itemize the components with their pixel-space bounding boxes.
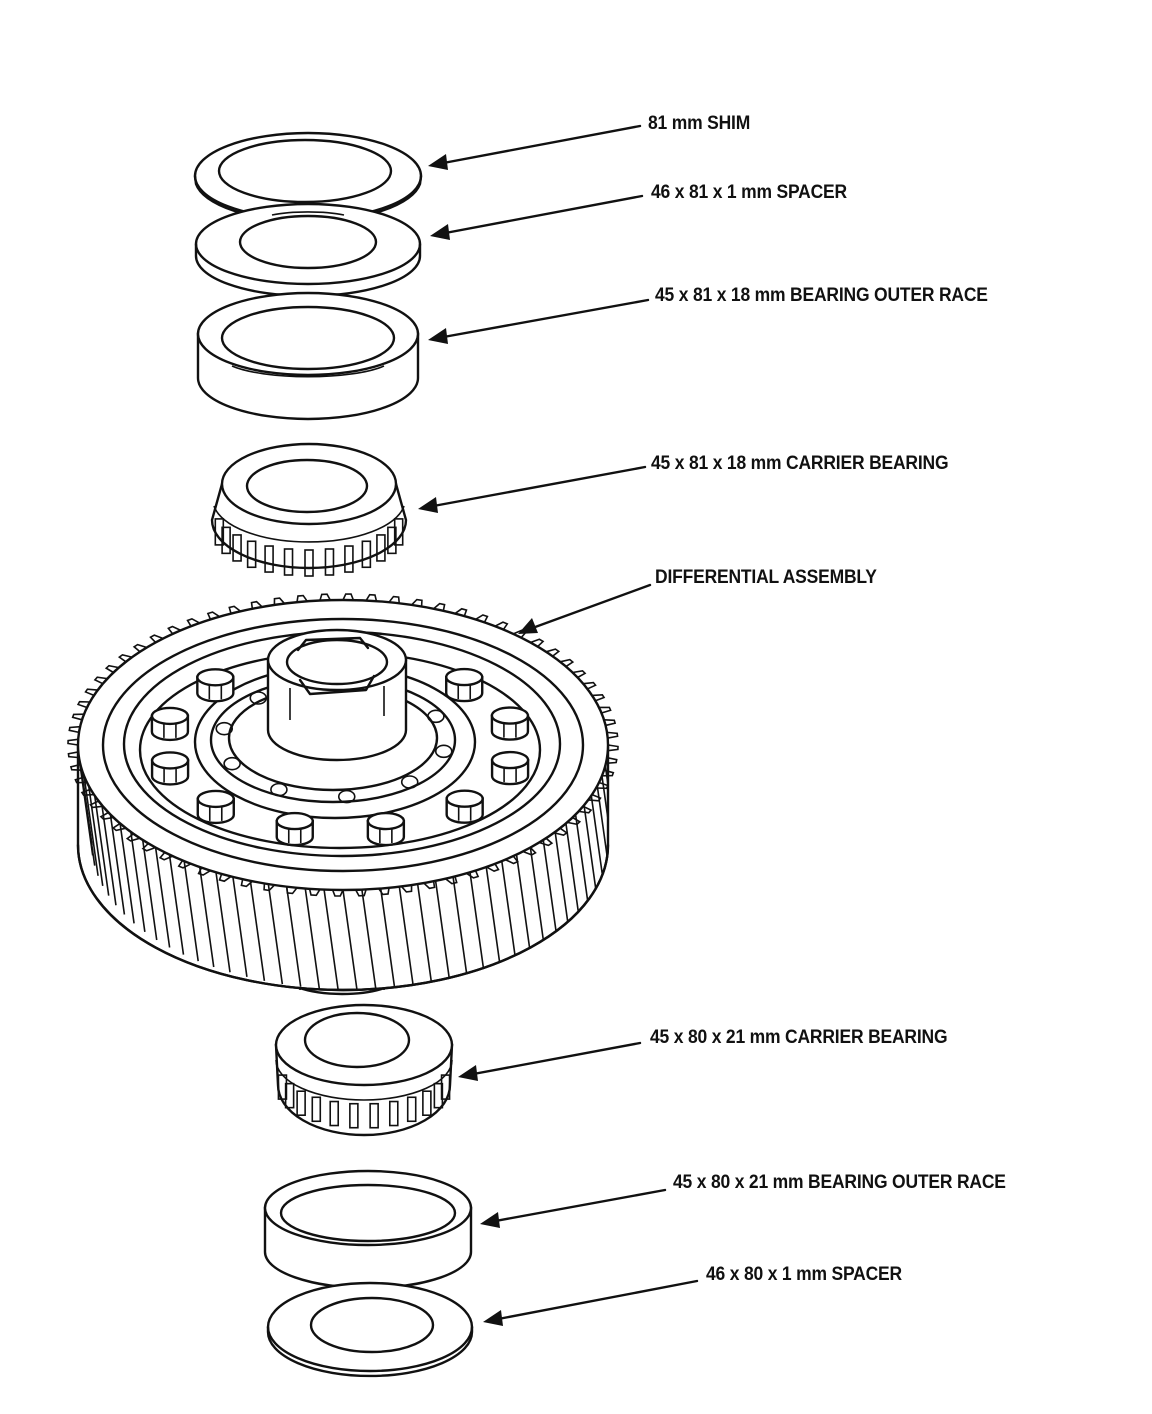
callout-45x80-carrier-bearing: 45 x 80 x 21 mm CARRIER BEARING: [650, 1027, 948, 1048]
spacer-46x80: [266, 1281, 474, 1378]
callout-81mm-shim: 81 mm SHIM: [648, 113, 751, 134]
leader-lines: [418, 124, 699, 1326]
callout-45x81-bearing-outer-race: 45 x 81 x 18 mm BEARING OUTER RACE: [655, 285, 988, 306]
spacer-46x81: [194, 202, 422, 298]
differential-assembly: [67, 593, 619, 996]
carrier-bearing-45x80: [274, 1003, 454, 1137]
bearing-outer-race-45x80: [263, 1169, 473, 1290]
callout-46x80-spacer: 46 x 80 x 1 mm SPACER: [706, 1264, 902, 1285]
callout-45x80-bearing-outer-race: 45 x 80 x 21 mm BEARING OUTER RACE: [673, 1172, 1006, 1193]
callout-45x81-carrier-bearing: 45 x 81 x 18 mm CARRIER BEARING: [651, 453, 949, 474]
callout-46x81-spacer: 46 x 81 x 1 mm SPACER: [651, 182, 847, 203]
callout-differential-assembly: DIFFERENTIAL ASSEMBLY: [655, 567, 877, 588]
shim-81mm: [193, 131, 423, 223]
bearing-outer-race-45x81: [196, 291, 420, 421]
carrier-bearing-45x81: [210, 442, 408, 577]
